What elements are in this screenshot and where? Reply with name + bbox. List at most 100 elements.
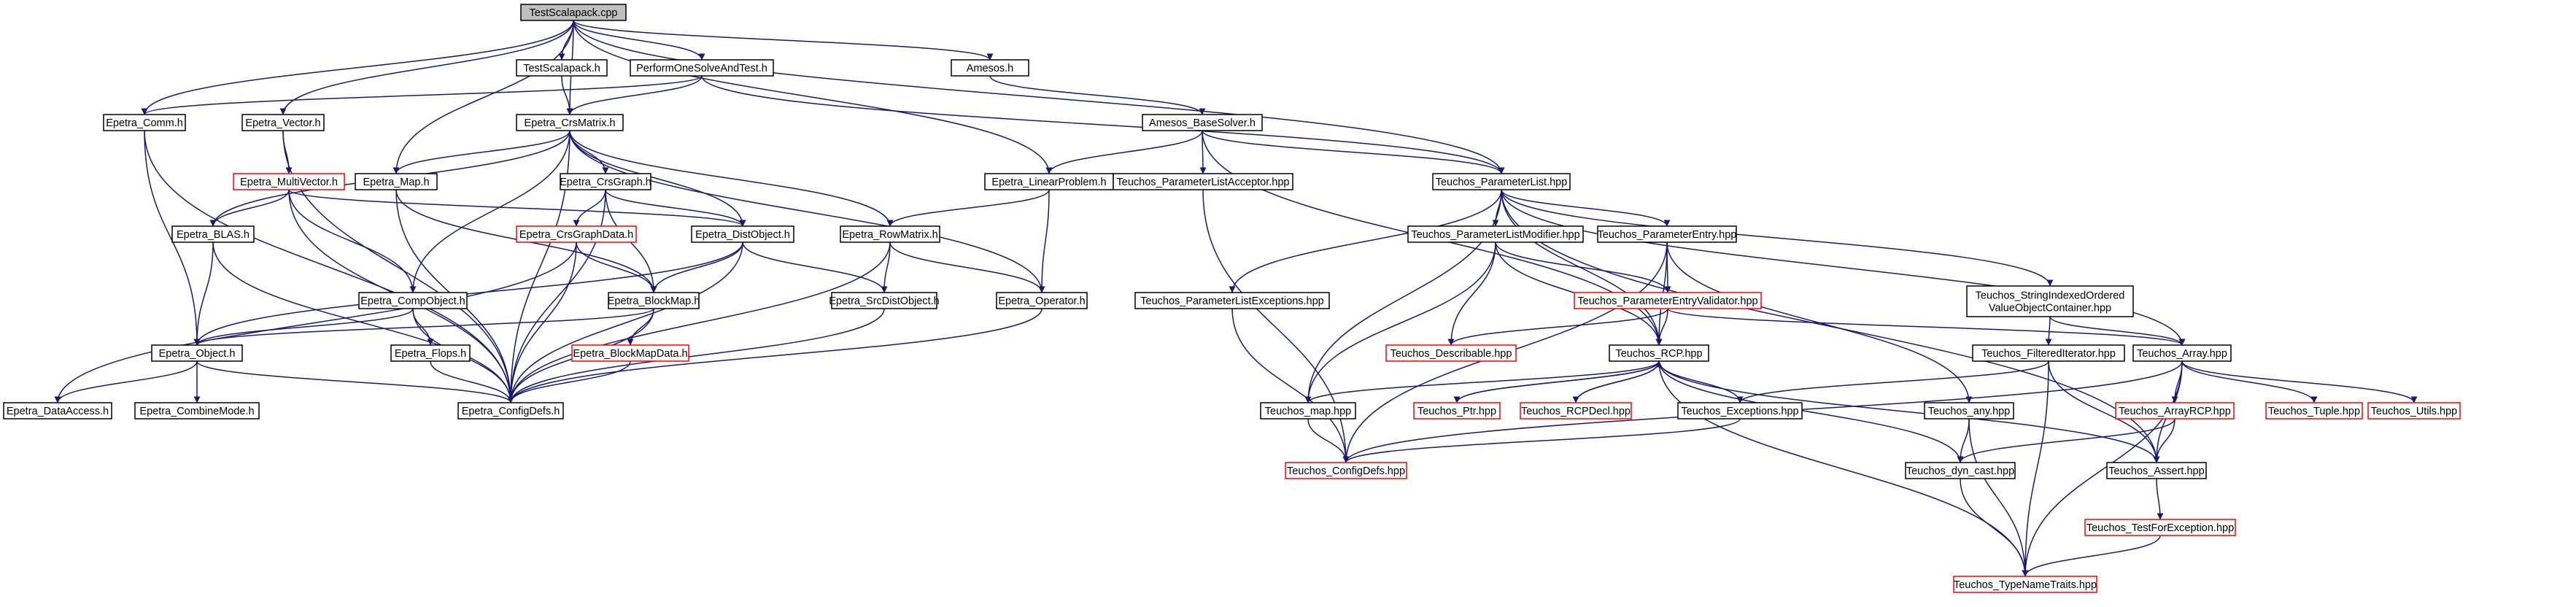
- node-tfi[interactable]: Teuchos_FilteredIterator.hpp: [1972, 344, 2125, 362]
- node-tar[interactable]: Teuchos_Array.hpp: [2132, 344, 2232, 362]
- node-ebl[interactable]: Epetra_BLAS.h: [171, 225, 255, 243]
- dependency-edge-erm-to-esd: [881, 241, 891, 293]
- node-tpla[interactable]: Teuchos_ParameterListAcceptor.hpp: [1113, 173, 1293, 190]
- node-label: Epetra_DistObject.h: [695, 229, 790, 241]
- node-tut[interactable]: Teuchos_Utils.hpp: [2367, 402, 2461, 420]
- dependency-edge-ecm-to-ecd: [507, 130, 570, 403]
- node-ecmo[interactable]: Epetra_CombineMode.h: [134, 402, 260, 420]
- node-ecd[interactable]: Epetra_ConfigDefs.h: [457, 402, 564, 420]
- node-box: [951, 59, 1029, 77]
- node-box: [3, 402, 112, 420]
- dependency-edge-esd-to-ecd: [507, 308, 885, 403]
- node-tas[interactable]: Teuchos_Assert.hpp: [2106, 462, 2207, 479]
- node-tpev[interactable]: Teuchos_ParameterEntryValidator.hpp: [1574, 292, 1762, 309]
- node-label: Epetra_Vector.h: [245, 117, 320, 129]
- dependency-edge-trcp-to-tas: [1658, 360, 2160, 463]
- node-tsi[interactable]: Teuchos_StringIndexedOrderedValueObjectC…: [1966, 285, 2134, 317]
- dependency-edge-tmap-to-tcd: [1307, 418, 1350, 463]
- node-emp[interactable]: Epetra_Map.h: [355, 173, 438, 190]
- dependency-edge-elp-to-eop: [1038, 189, 1050, 293]
- dependency-edge-tpl-to-tmap: [1304, 189, 1502, 403]
- dependency-edge-eop-to-ecd: [507, 308, 1043, 403]
- node-label: Teuchos_map.hpp: [1265, 406, 1352, 417]
- node-box: [1413, 402, 1501, 420]
- node-box: [134, 402, 260, 420]
- dependency-edge-ecg-to-ecgd: [573, 189, 606, 227]
- node-pos[interactable]: PerformOneSolveAndTest.h: [630, 59, 774, 77]
- node-tmap[interactable]: Teuchos_map.hpp: [1260, 402, 1356, 420]
- dependency-edge-tsh-to-ecm: [561, 75, 573, 115]
- node-trcp[interactable]: Teuchos_RCP.hpp: [1609, 344, 1709, 362]
- node-epc[interactable]: Epetra_Comm.h: [103, 114, 186, 131]
- node-label: Teuchos_Assert.hpp: [2108, 465, 2204, 477]
- node-box: [358, 292, 468, 309]
- node-tsh[interactable]: TestScalapack.h: [516, 59, 608, 77]
- node-tcd[interactable]: Teuchos_ConfigDefs.hpp: [1285, 462, 1407, 479]
- node-tpl[interactable]: Teuchos_ParameterList.hpp: [1432, 173, 1571, 190]
- dependency-edge-abs-to-elp: [1045, 130, 1203, 174]
- dependency-edge-edo-to-esd: [742, 241, 888, 293]
- node-ttfe[interactable]: Teuchos_TestForException.hpp: [2084, 519, 2236, 536]
- dependency-edge-epc-to-eob: [144, 130, 201, 346]
- node-tarcp[interactable]: Teuchos_ArrayRCP.hpp: [2115, 402, 2235, 420]
- node-tple[interactable]: Teuchos_ParameterListExceptions.hpp: [1134, 292, 1330, 309]
- node-esd[interactable]: Epetra_SrcDistObject.h: [829, 292, 940, 309]
- node-box: [2265, 402, 2363, 420]
- node-label: Epetra_BlockMapData.h: [573, 348, 687, 360]
- node-epv[interactable]: Epetra_Vector.h: [241, 114, 325, 131]
- node-box: [241, 114, 325, 131]
- node-ecgd[interactable]: Epetra_CrsGraphData.h: [516, 225, 637, 243]
- dependency-edge-tpev-to-tde: [1447, 308, 1668, 346]
- node-root: TestScalapack.cpp: [520, 4, 627, 21]
- node-label: Teuchos_Exceptions.hpp: [1681, 406, 1798, 417]
- node-box: [1134, 292, 1330, 309]
- dependency-edge-tas-to-ttfe: [2156, 478, 2164, 520]
- node-efl[interactable]: Epetra_Flops.h: [390, 344, 471, 362]
- node-erm[interactable]: Epetra_RowMatrix.h: [840, 225, 940, 243]
- node-label: Teuchos_ArrayRCP.hpp: [2119, 406, 2231, 417]
- node-eop[interactable]: Epetra_Operator.h: [996, 292, 1088, 309]
- dependency-edge-tar-to-ttup: [2181, 360, 2318, 403]
- node-ebmd[interactable]: Epetra_BlockMapData.h: [571, 344, 689, 362]
- node-eob[interactable]: Epetra_Object.h: [151, 344, 243, 362]
- node-ecm[interactable]: Epetra_CrsMatrix.h: [516, 114, 624, 131]
- dependency-edge-eco-to-eob: [193, 308, 414, 346]
- node-tptr[interactable]: Teuchos_Ptr.hpp: [1413, 402, 1501, 420]
- node-box: [1385, 344, 1517, 362]
- node-label: Epetra_RowMatrix.h: [842, 229, 937, 241]
- node-eda[interactable]: Epetra_DataAccess.h: [3, 402, 112, 420]
- node-tplm[interactable]: Teuchos_ParameterListModifier.hpp: [1407, 225, 1584, 243]
- node-elp[interactable]: Epetra_LinearProblem.h: [984, 173, 1114, 190]
- node-trcpd[interactable]: Teuchos_RCPDecl.hpp: [1520, 402, 1632, 420]
- node-tex[interactable]: Teuchos_Exceptions.hpp: [1677, 402, 1803, 420]
- node-tany[interactable]: Teuchos_any.hpp: [1924, 402, 2014, 420]
- node-label: Teuchos_TypeNameTraits.hpp: [1954, 579, 2097, 591]
- dependency-edge-ebmd-to-ecd: [507, 360, 631, 403]
- node-ttnt[interactable]: Teuchos_TypeNameTraits.hpp: [1953, 576, 2097, 593]
- node-label: Teuchos_ParameterList.hpp: [1436, 177, 1568, 188]
- node-label: Amesos_BaseSolver.h: [1149, 117, 1256, 129]
- dependency-edge-elp-to-erm: [886, 189, 1050, 227]
- node-label: Epetra_CompObject.h: [360, 295, 465, 307]
- node-ecg[interactable]: Epetra_CrsGraph.h: [560, 173, 651, 190]
- node-tde[interactable]: Teuchos_Describable.hpp: [1385, 344, 1517, 362]
- node-box: [1113, 173, 1293, 190]
- node-eco[interactable]: Epetra_CompObject.h: [358, 292, 468, 309]
- node-box: [571, 344, 689, 362]
- node-box: [831, 292, 937, 309]
- node-abs[interactable]: Amesos_BaseSolver.h: [1142, 114, 1263, 131]
- dependency-edge-emv-to-eco: [288, 189, 417, 293]
- dependency-edge-root-to-epv: [279, 20, 574, 115]
- node-tpe[interactable]: Teuchos_ParameterEntry.hpp: [1597, 225, 1737, 243]
- node-emv[interactable]: Epetra_MultiVector.h: [233, 173, 345, 190]
- node-tdc[interactable]: Teuchos_dyn_cast.hpp: [1905, 462, 2016, 479]
- node-edo[interactable]: Epetra_DistObject.h: [691, 225, 794, 243]
- node-amh[interactable]: Amesos.h: [951, 59, 1029, 77]
- dependency-edge-erm-to-eop: [889, 241, 1045, 293]
- node-label: Epetra_BLAS.h: [177, 229, 250, 241]
- node-ebm[interactable]: Epetra_BlockMap.h: [608, 292, 700, 309]
- node-box: [1966, 285, 2134, 317]
- node-box: [516, 59, 608, 77]
- node-label: Teuchos_ParameterListAcceptor.hpp: [1117, 177, 1290, 188]
- node-ttup[interactable]: Teuchos_Tuple.hpp: [2265, 402, 2363, 420]
